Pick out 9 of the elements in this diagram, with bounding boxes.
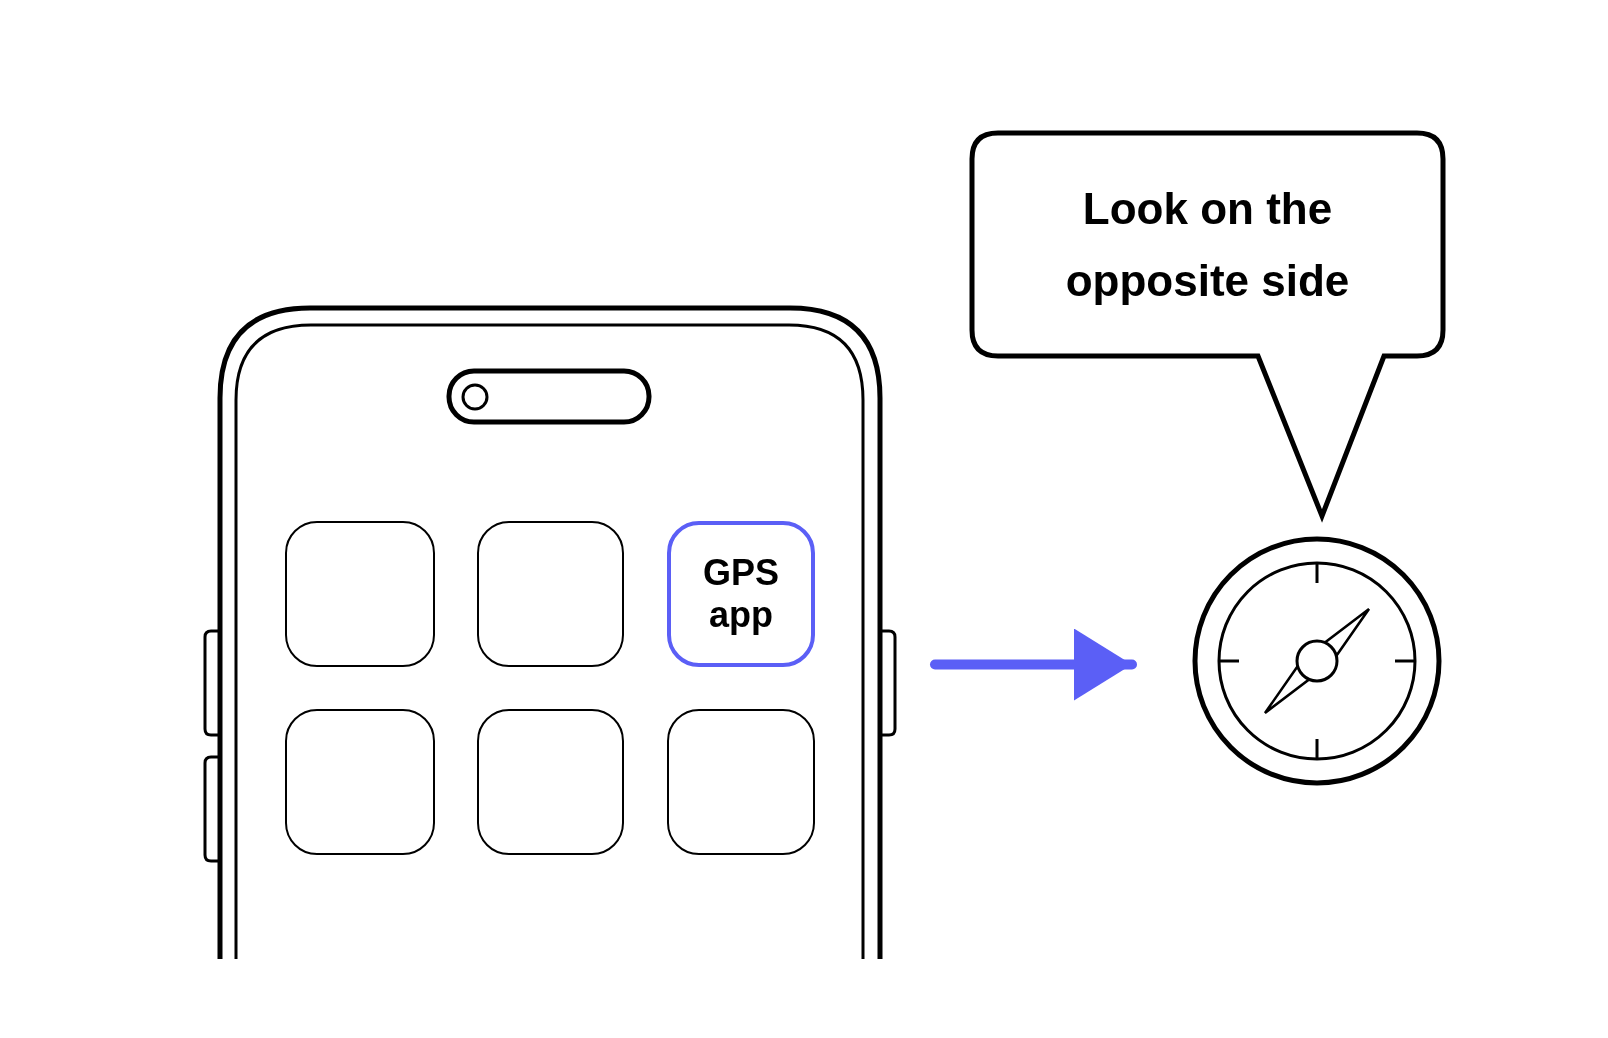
app-icon-highlighted	[667, 521, 815, 667]
callout-text: Look on the opposite side	[1064, 182, 1351, 307]
app-icon	[667, 709, 815, 855]
app-icon	[477, 709, 624, 855]
app-icon	[285, 521, 435, 667]
app-icon	[285, 709, 435, 855]
app-icon	[477, 521, 624, 667]
arrow	[930, 628, 1137, 701]
app-label: GPS app	[702, 551, 780, 637]
